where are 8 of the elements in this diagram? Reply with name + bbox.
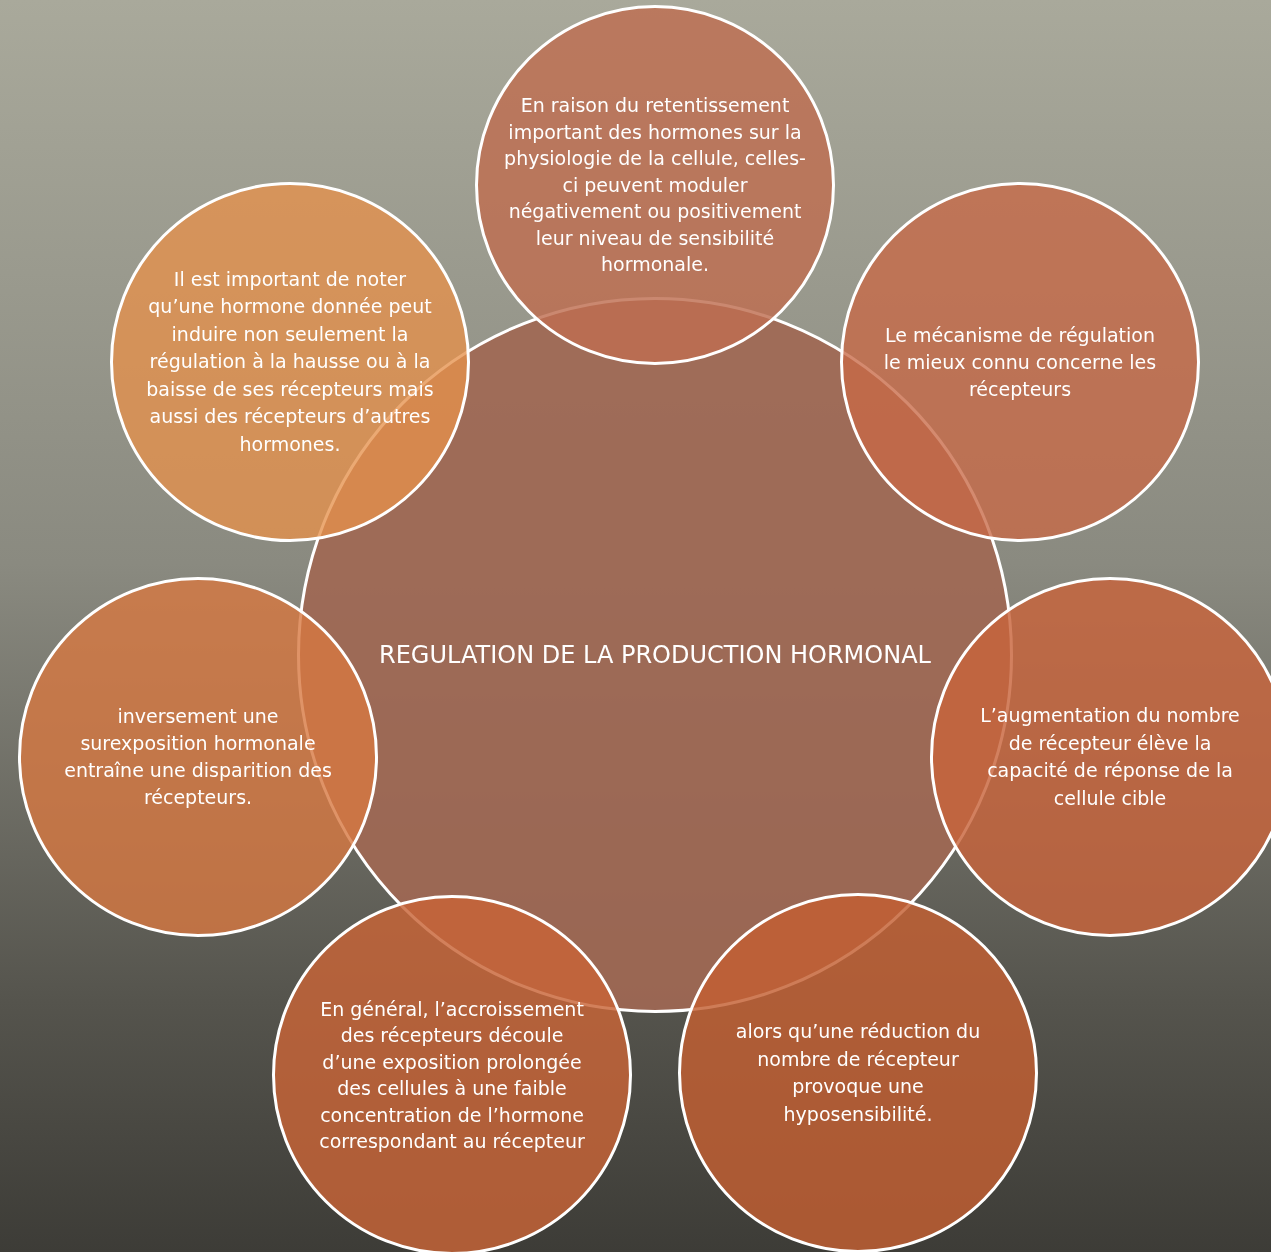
node-text: En raison du retentissement important des hormones sur la physiologie de la cellule, celles-ci peuvent moduler négativement ou positivement leur niveau de sensibilité hormonale.	[504, 93, 806, 278]
title-text: REGULATION DE LA PRODUCTION HORMONAL	[379, 640, 931, 671]
node-text: inversement une surexposition hormonale entraîne une disparition des récepteurs.	[63, 704, 333, 810]
node-text: alors qu’une réduction du nombre de récepteur provoque une hyposensibilité.	[734, 1019, 982, 1127]
node-text: L’augmentation du nombre de récepteur élève la capacité de réponse de la cellule cible	[979, 703, 1241, 811]
node-text: En général, l’accroissement des récepteurs découle d’une exposition prolongée des cellules à une faible concentration de l’hormone correspondant au récepteur	[318, 996, 586, 1154]
node-text: Il est important de noter qu’une hormone donnée peut induire non seulement la régulation à la hausse ou à la baisse de ses récepteurs mais aussi des récepteurs d’autres hormones.	[145, 266, 435, 457]
node-text: Le mécanisme de régulation le mieux connu concerne les récepteurs	[883, 322, 1157, 402]
